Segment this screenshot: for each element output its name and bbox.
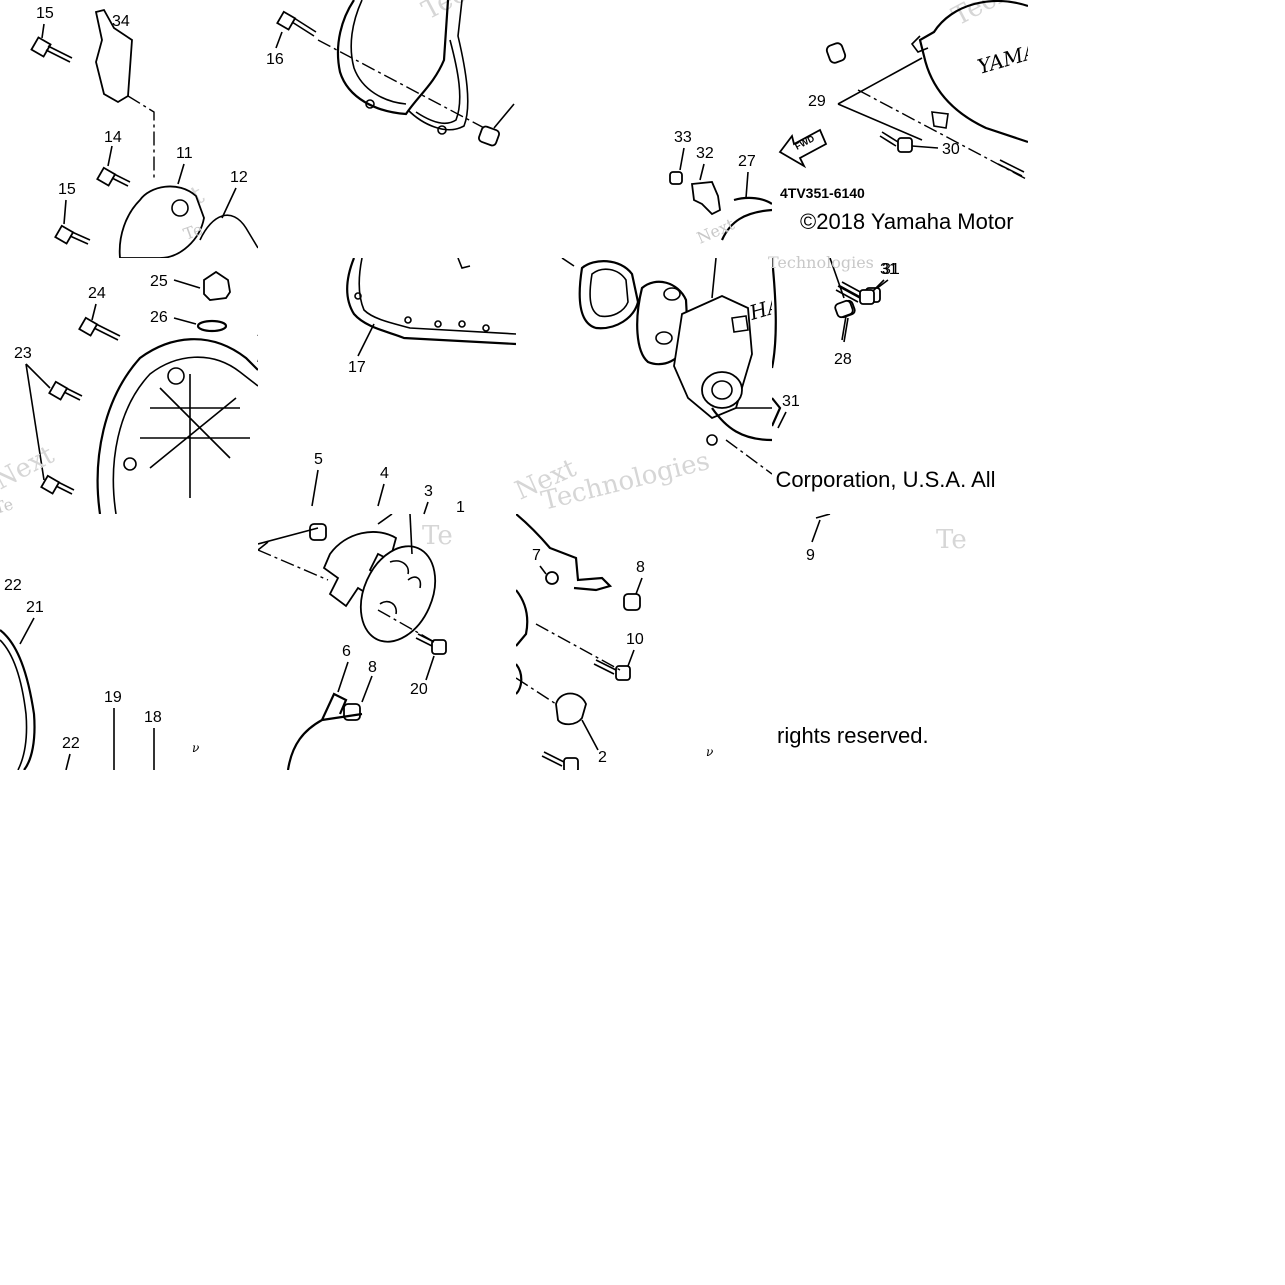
callout-2: 2 [598,749,607,766]
tile-top-3: 33 32 27 [516,0,772,258]
watermark-mark: ν [192,741,199,755]
callout-8-b: 8 [636,559,645,576]
callout-31: 31 [882,261,900,278]
impeller-plate-part [359,545,437,643]
copyright-line-2: r Corporation, U.S.A. All [772,467,996,492]
tile-top-4: Technologies YAMA 29 30 FWD 4TV351-6140 … [772,0,1028,258]
callout-10: 10 [626,631,644,648]
fwd-arrow-icon: FWD [778,128,828,169]
callout-21: 21 [26,599,44,616]
callout-20: 20 [410,681,428,698]
callout-33: 33 [674,129,692,146]
tile-r3-c2: Te 5 20 6 8 [258,514,516,770]
callout-12: 12 [230,169,248,186]
callout-16: 16 [266,51,284,68]
tile-r2-c3-svg: HA [561,258,772,475]
watermark: Technologies [947,0,1028,32]
tile-r3-c4-svg: 9 Te rights reserved. [777,514,967,748]
bracket-part [94,8,133,104]
callout-22-b: 22 [62,735,80,752]
yamaha-cover-part [918,0,1028,144]
plug-part [555,692,587,726]
callout-23: 23 [14,345,32,362]
callout-25: 25 [150,273,168,290]
tile-r2-c4: 31 28 31 r Corporation, U.S.A. All [772,258,1028,514]
tile-r2-c3: HA [516,258,772,514]
hose-part [516,514,613,592]
callout-31-b: 31 [782,393,800,410]
pump-gasket-part [286,692,363,770]
callout-11: 11 [176,145,193,162]
tile-top-3-svg: 33 32 27 [669,129,772,241]
tile-r2-c2-svg: 17 [346,258,516,376]
watermark: Te [422,521,453,551]
tile-r3-c1: 22 21 19 18 22 ν [0,514,258,770]
copyright-line-1: ©2018 Yamaha Motor [800,209,1014,234]
tile-r3-c4: 9 Te rights reserved. [772,514,1028,770]
tile-top-4-svg: Technologies YAMA 29 30 FWD 4TV351-6140 … [778,0,1028,234]
tile-r3-c2-svg: Te 5 20 6 8 [258,514,453,770]
callout-8: 8 [368,659,377,676]
callout-15-b: 15 [58,181,76,198]
callout-22: 22 [4,577,22,594]
tile-r3-c3-svg: 7 8 10 2 ν [516,514,713,770]
watermark-small: Te [0,494,15,514]
callout-14: 14 [104,129,122,146]
callout-26: 26 [150,309,168,326]
callout-28: 28 [834,351,852,368]
tile-top-middle-svg: Technologies 16 [266,0,516,147]
tile-top-middle: Technologies 16 [258,0,516,258]
callout-24: 24 [88,285,106,302]
gasket-part [346,258,516,346]
tile-r2-c2: 17 [258,258,516,514]
tile-r3-c1-svg: 22 21 19 18 22 ν [0,577,199,770]
case-gasket-part [578,260,640,330]
tile-r3-c3: 7 8 10 2 ν [516,514,772,770]
tile-r2-c4-svg: 31 28 31 r Corporation, U.S.A. All [772,258,996,492]
callout-29: 29 [808,93,826,110]
callout-6: 6 [342,643,351,660]
tile-top-left: Next 15 34 14 11 12 [0,0,258,258]
crankcase-cover-part [336,0,450,116]
bolt-part [30,36,73,63]
watermark: Te [936,525,967,555]
tile-r2-c1-svg: 25 26 24 23 13 Te [0,270,258,514]
cover-gasket-part [0,629,36,770]
callout-27: 27 [738,153,756,170]
callout-9: 9 [806,547,815,564]
callout-17: 17 [348,359,366,376]
tile-top-left-svg: Next 15 34 14 11 12 [30,5,258,258]
watermark: Technologies [417,0,516,26]
callout-30: 30 [942,141,960,158]
callout-34: 34 [112,13,130,30]
callout-19: 19 [104,689,122,706]
tile-r2-c1: 25 26 24 23 13 Te [0,258,258,514]
callout-32: 32 [696,145,714,162]
part-code: 4TV351-6140 [780,185,865,201]
clutch-cover-part [96,338,258,514]
brand-text: YAMA [975,39,1028,79]
callout-18: 18 [144,709,162,726]
watermark-mark: ν [706,745,713,759]
callout-7: 7 [532,547,541,564]
callout-15: 15 [36,5,54,22]
copyright-line-3: rights reserved. [777,723,929,748]
